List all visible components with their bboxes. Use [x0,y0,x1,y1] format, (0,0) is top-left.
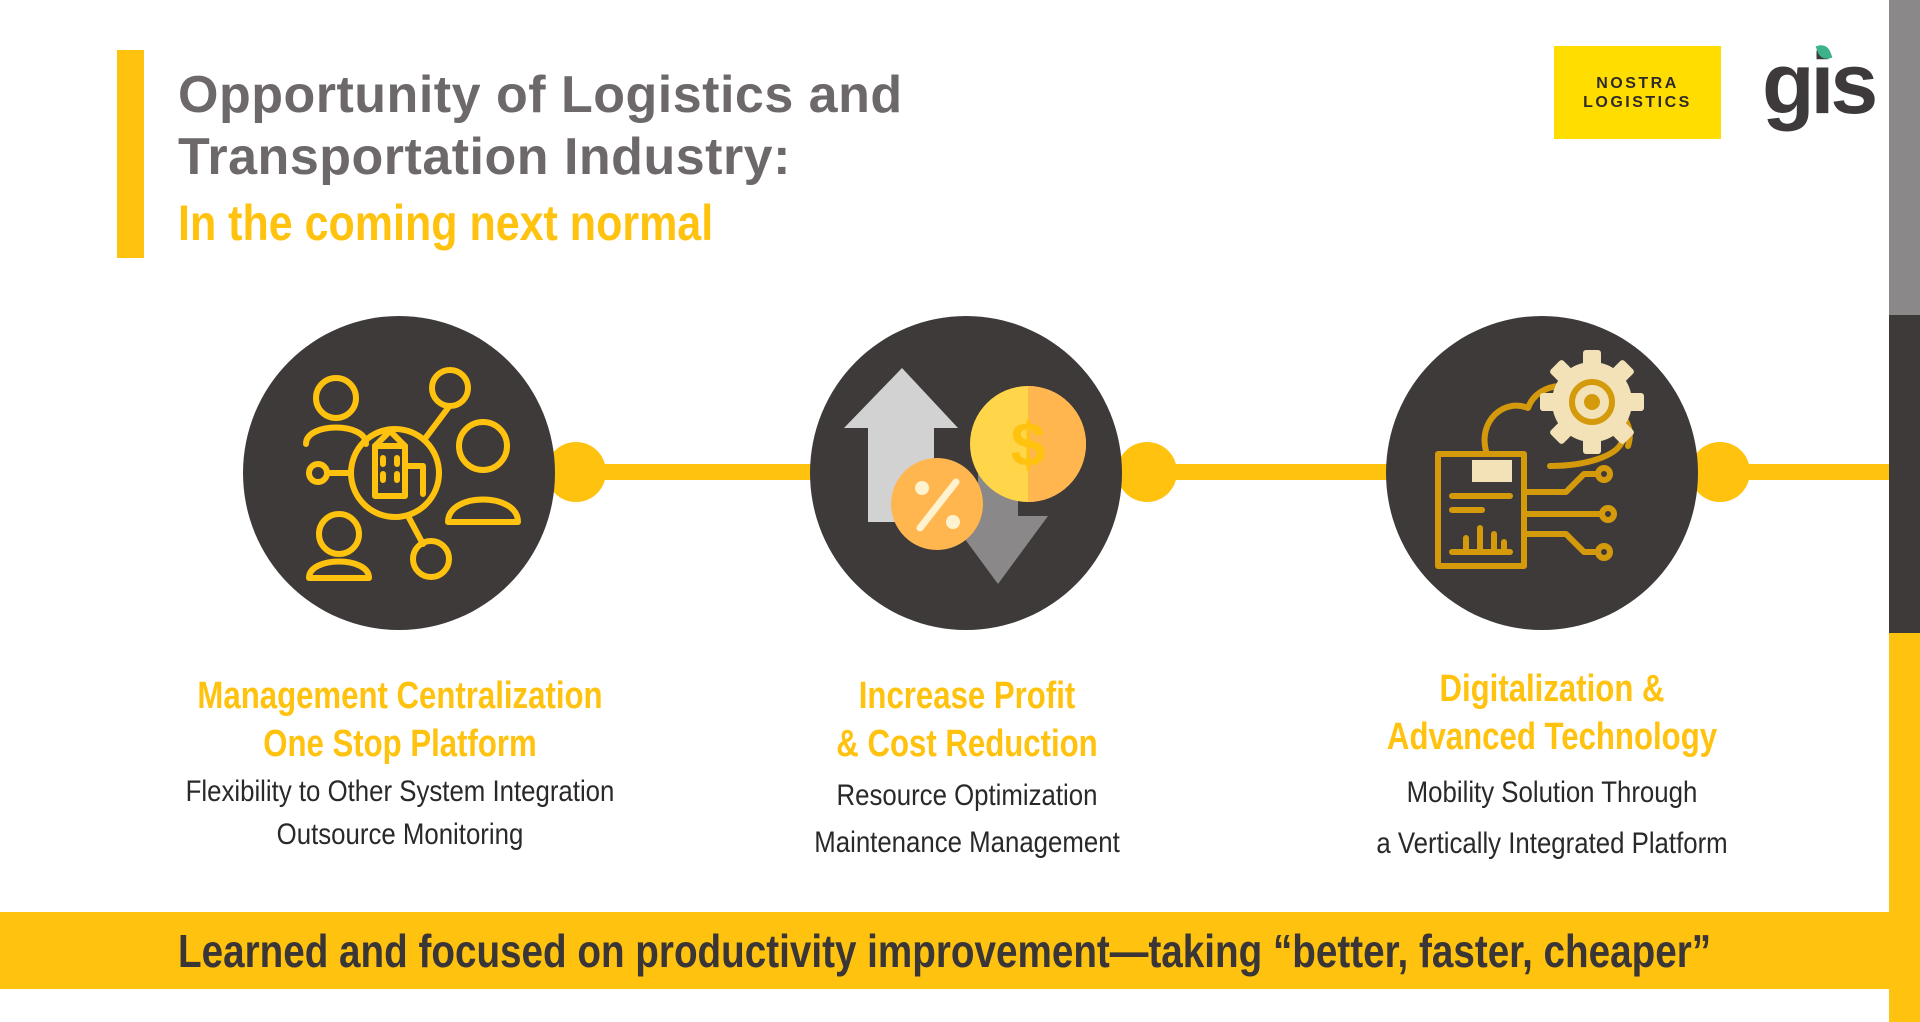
side-strip-yellow [1889,633,1920,1022]
pillar-1-body-line-1: Flexibility to Other System Integration [185,775,615,808]
pillar-3-body-line-2: a Vertically Integrated Platform [1376,827,1728,860]
pillar-2-body-line-1: Resource Optimization [836,779,1098,812]
pillar-1-circle [243,316,555,630]
pillar-2-heading-line-1: Increase Profit [858,675,1076,717]
pillar-3-text: Digitalization & Advanced Technology Mob… [1272,665,1832,863]
pillar-1-body-line-2: Outsource Monitoring [276,818,524,851]
slide-title-line-1: Opportunity of Logistics and [178,66,903,124]
pillar-1-heading-line-2: One Stop Platform [263,723,537,765]
slide-subtitle: In the coming next normal [178,195,714,251]
pillar-3-heading-line-2: Advanced Technology [1386,716,1718,758]
banner-text: Learned and focused on productivity impr… [177,924,1712,977]
svg-text:$: $ [1011,411,1045,480]
nostra-logo-line-2: LOGISTICS [1583,93,1692,111]
timeline-dot-3 [1690,442,1750,502]
pillar-1-text: Management Centralization One Stop Platf… [120,672,680,854]
pillar-3-heading-line-1: Digitalization & [1439,668,1665,710]
pillar-2-body-line-2: Maintenance Management [814,826,1120,859]
nostra-logistics-logo: NOSTRA LOGISTICS [1554,46,1721,139]
profit-cost-arrows-icon: $ [844,368,1086,584]
cloud-gear-circuit-icon [1435,350,1644,569]
pillar-2-text: Increase Profit & Cost Reduction Resourc… [687,672,1247,862]
timeline-dot-1 [546,442,606,502]
network-people-building-icon [303,367,521,581]
nostra-logo-line-1: NOSTRA [1596,74,1679,92]
pillar-1-heading-line-1: Management Centralization [197,675,603,717]
pillar-3-body-line-1: Mobility Solution Through [1406,776,1698,809]
side-strip-dark [1889,315,1920,633]
title-accent-bar [117,50,144,258]
timeline-dot-2 [1117,442,1177,502]
pillar-2-circle: $ [810,316,1122,630]
side-strip-grey [1889,0,1920,315]
pillar-3-circle [1386,316,1698,630]
pillar-2-heading-line-2: & Cost Reduction [836,723,1098,765]
bottom-banner: Learned and focused on productivity impr… [0,912,1889,989]
slide-title-line-2: Transportation Industry: [178,128,791,186]
